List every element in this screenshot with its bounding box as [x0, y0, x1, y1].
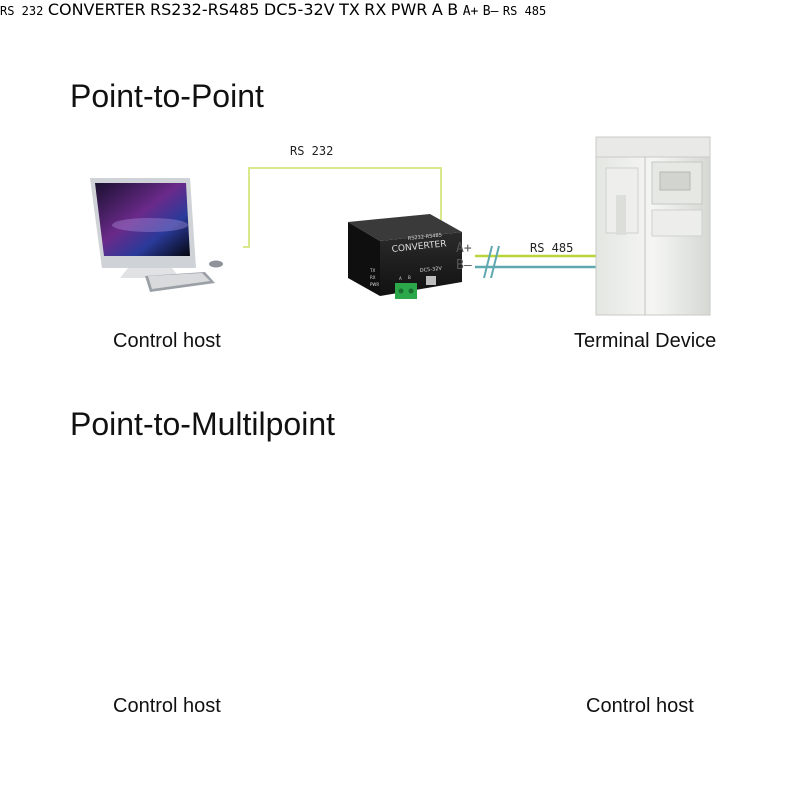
section-point-to-multipoint: RS 232 CONVERTER RS232-RS485 DC5-32V TX … [0, 0, 546, 19]
host-label: Control host [113, 330, 221, 352]
rs485-wire-label: RS 485 [530, 241, 573, 255]
rs232-rs485-converter-icon: CONVERTER RS232-RS485 DC5-32V TX RX PWR … [47, 0, 463, 19]
terminal-block-icon [395, 283, 417, 299]
converter-terminal-a: A [431, 0, 443, 19]
rs232-rs485-converter-icon: CONVERTER RS232-RS485 DC5-32V TX RX PWR … [348, 214, 462, 299]
wire-break-mark [483, 245, 493, 279]
pin-a-label: A+ [456, 241, 472, 256]
rs485-b-wire: RS 485 [503, 2, 546, 19]
pin-b-label: B— [456, 258, 472, 273]
converter-power-text: DC5-32V [420, 266, 443, 274]
host-label: Control host [113, 695, 221, 717]
target-label: Control host [586, 695, 694, 717]
converter-model-text: RS232-RS485 [150, 0, 260, 19]
converter-power-text: DC5-32V [263, 0, 335, 19]
pin-b-label: B— [482, 4, 499, 19]
rs232-wire: RS 232 CONVERTER RS232-RS485 DC5-32V TX … [0, 0, 546, 19]
wire-break-mark: RS 485 [503, 2, 546, 19]
desktop-computer-icon [90, 178, 223, 292]
converter-led-rx: RX [370, 275, 376, 280]
converter-led-tx: TX [369, 268, 375, 273]
converter-led-pwr: PWR [390, 0, 428, 19]
rs232-wire-label: RS 232 [290, 144, 333, 158]
pin-a-label: A+ [462, 4, 479, 19]
rs232-wire-label: RS 232 [0, 4, 44, 18]
converter-model-text: RS232-RS485 [408, 232, 443, 242]
wire-break-mark [490, 245, 500, 279]
converter-terminal-b: B [447, 0, 459, 19]
converter-led-pwr: PWR [370, 282, 379, 287]
rs485-a-wire: RS 485 [503, 2, 546, 19]
converter-terminal-b: B [408, 275, 411, 280]
rs232-wire [243, 167, 442, 248]
section-point-to-point: RS 232 CONVERTER RS232-RS485 DC5-32V TX [90, 136, 711, 316]
target-label: Terminal Device [574, 330, 717, 352]
rs485-wire-label: RS 485 [502, 4, 547, 18]
converter-terminal-a: A [399, 276, 402, 281]
section-heading-point-to-point: Point-to-Point [70, 78, 264, 114]
converter-led-tx: TX [339, 0, 360, 19]
terminal-device-cabinet-icon [595, 136, 711, 316]
converter-brand-text: CONVERTER [47, 0, 146, 19]
arrow-head-icon: RS 485 [503, 2, 546, 19]
power-jack-icon [426, 276, 436, 285]
section-heading-point-to-multipoint: Point-to-Multilpoint [70, 406, 335, 442]
converter-led-rx: RX [364, 0, 387, 19]
wire-break-mark: RS 485 [503, 2, 546, 19]
